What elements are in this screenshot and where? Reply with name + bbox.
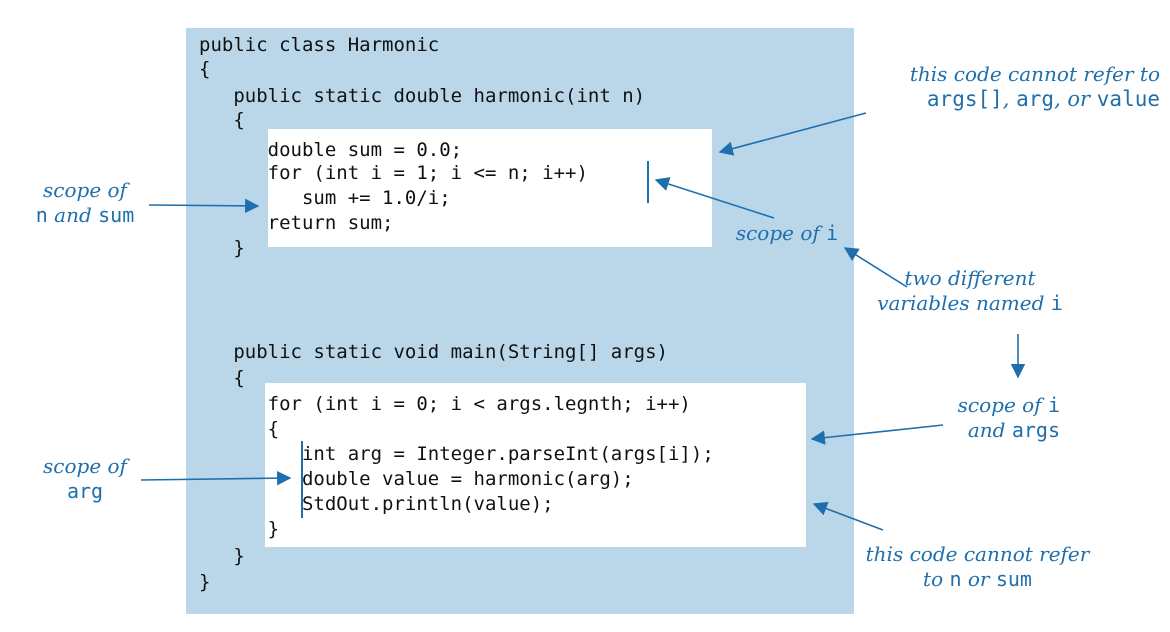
note-scope-i-1: scope of i xyxy=(712,221,862,246)
code-line-sum-add: sum += 1.0/i; xyxy=(199,187,451,209)
code-line-arg-decl: int arg = Integer.parseInt(args[i]); xyxy=(199,443,714,465)
note-or: or xyxy=(961,567,996,591)
term-n: n xyxy=(35,203,48,227)
arrow-to-main-box xyxy=(812,501,884,531)
code-line-main-open: { xyxy=(199,367,245,389)
note-scope-i-args: scope of i and args xyxy=(910,393,1060,443)
code-line-harmonic-close: } xyxy=(199,237,245,259)
term-value: value xyxy=(1096,87,1160,111)
arrow-two-vars-up xyxy=(843,247,908,288)
note-scope-n-sum-line1: scope of xyxy=(43,178,127,202)
term-arg: arg xyxy=(1016,87,1055,111)
note-two-variables-line2: variables named xyxy=(877,291,1051,315)
note-cannot-refer-n-sum: this code cannot refer to n or sum xyxy=(850,542,1105,592)
note-cannot-refer-args: this code cannot refer to args[], arg, o… xyxy=(860,62,1160,112)
arrow-to-arg-scope xyxy=(140,470,292,486)
code-line-class-open: { xyxy=(199,58,211,80)
code-line-harmonic-open: { xyxy=(199,109,245,131)
note-scope-i-args-line1: scope of xyxy=(957,393,1048,417)
code-line-return: return sum; xyxy=(199,212,394,234)
arrow-to-i-scope-1 xyxy=(654,177,775,219)
note-scope-n-sum: scope of n and sum xyxy=(10,178,160,228)
note-cannot-refer-args-line1: this code cannot refer to xyxy=(909,62,1160,86)
code-line-main-close: } xyxy=(199,545,245,567)
note-scope-i-1-text: scope of xyxy=(735,221,827,245)
note-sep-1: , xyxy=(1002,87,1017,111)
note-sep-2: , or xyxy=(1054,87,1097,111)
code-line-for-open: { xyxy=(199,418,280,440)
arrow-to-n-sum-scope xyxy=(148,198,260,214)
term-arg-2: arg xyxy=(66,479,104,503)
note-cannot-refer-n-sum-line1: this code cannot refer xyxy=(865,542,1090,566)
arrow-to-i-args-scope xyxy=(810,424,944,445)
term-sum: sum xyxy=(98,203,135,227)
main-body-box xyxy=(265,383,806,547)
code-line-main-decl: public static void main(String[] args) xyxy=(199,341,668,363)
note-scope-i-args-and: and xyxy=(967,418,1012,442)
note-and-1: and xyxy=(47,203,99,227)
code-line-class-decl: public class Harmonic xyxy=(199,34,440,56)
code-line-class-close: } xyxy=(199,571,211,593)
note-scope-arg: scope of arg xyxy=(10,454,160,504)
term-n-2: n xyxy=(949,567,962,591)
term-i-3: i xyxy=(1047,393,1060,417)
code-line-sum-init: double sum = 0.0; xyxy=(199,139,463,161)
scope-bar-i-1 xyxy=(647,161,649,203)
note-two-variables: two different variables named i xyxy=(855,266,1085,316)
code-line-for-loop-2: for (int i = 0; i < args.legnth; i++) xyxy=(199,393,691,415)
code-line-value-decl: double value = harmonic(arg); xyxy=(199,468,634,490)
term-i-1: i xyxy=(826,221,839,245)
term-args: args xyxy=(1011,418,1060,442)
term-sum-2: sum xyxy=(995,567,1032,591)
note-two-variables-line1: two different xyxy=(904,266,1036,290)
harmonic-body-box xyxy=(268,129,712,247)
scope-bar-arg xyxy=(301,441,303,518)
note-scope-arg-line1: scope of xyxy=(43,454,127,478)
code-line-println: StdOut.println(value); xyxy=(199,493,554,515)
term-args-array: args[] xyxy=(926,87,1003,111)
term-i-2: i xyxy=(1050,291,1063,315)
code-line-for-close: } xyxy=(199,518,280,540)
note-to: to xyxy=(923,567,950,591)
arrow-to-harmonic-box xyxy=(718,112,867,156)
code-line-harmonic-decl: public static double harmonic(int n) xyxy=(199,85,646,107)
code-line-for-loop-1: for (int i = 1; i <= n; i++) xyxy=(199,162,588,184)
